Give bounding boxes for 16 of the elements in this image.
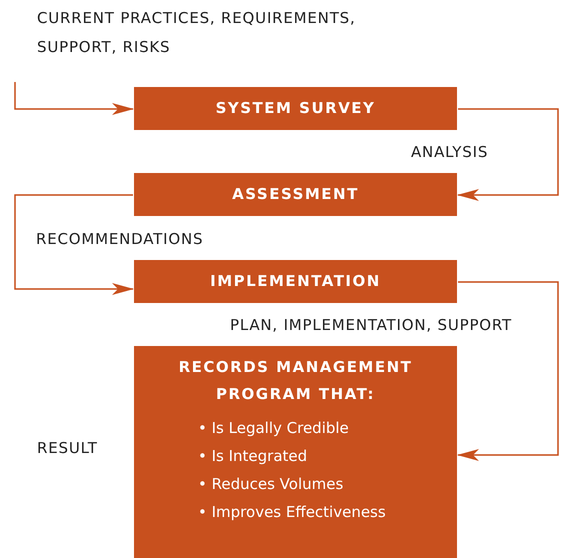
arrow xyxy=(457,281,559,461)
arrow xyxy=(457,108,559,201)
process-box xyxy=(134,87,457,130)
box-title: ASSESSMENT xyxy=(232,184,359,205)
box-title: RECORDS MANAGEMENT PROGRAM THAT: xyxy=(178,357,414,405)
arrow xyxy=(14,194,134,295)
bullet-item: • Improves Effectiveness xyxy=(198,502,386,523)
process-box xyxy=(134,346,457,558)
bullet-item: • Is Legally Credible xyxy=(198,418,349,439)
process-box xyxy=(134,173,457,216)
arrow xyxy=(14,82,134,115)
box-title: SYSTEM SURVEY xyxy=(216,98,376,119)
bullet-item: • Is Integrated xyxy=(198,446,308,467)
box-title: IMPLEMENTATION xyxy=(210,271,381,292)
bullet-item: • Reduces Volumes xyxy=(198,474,344,495)
process-box xyxy=(134,260,457,303)
